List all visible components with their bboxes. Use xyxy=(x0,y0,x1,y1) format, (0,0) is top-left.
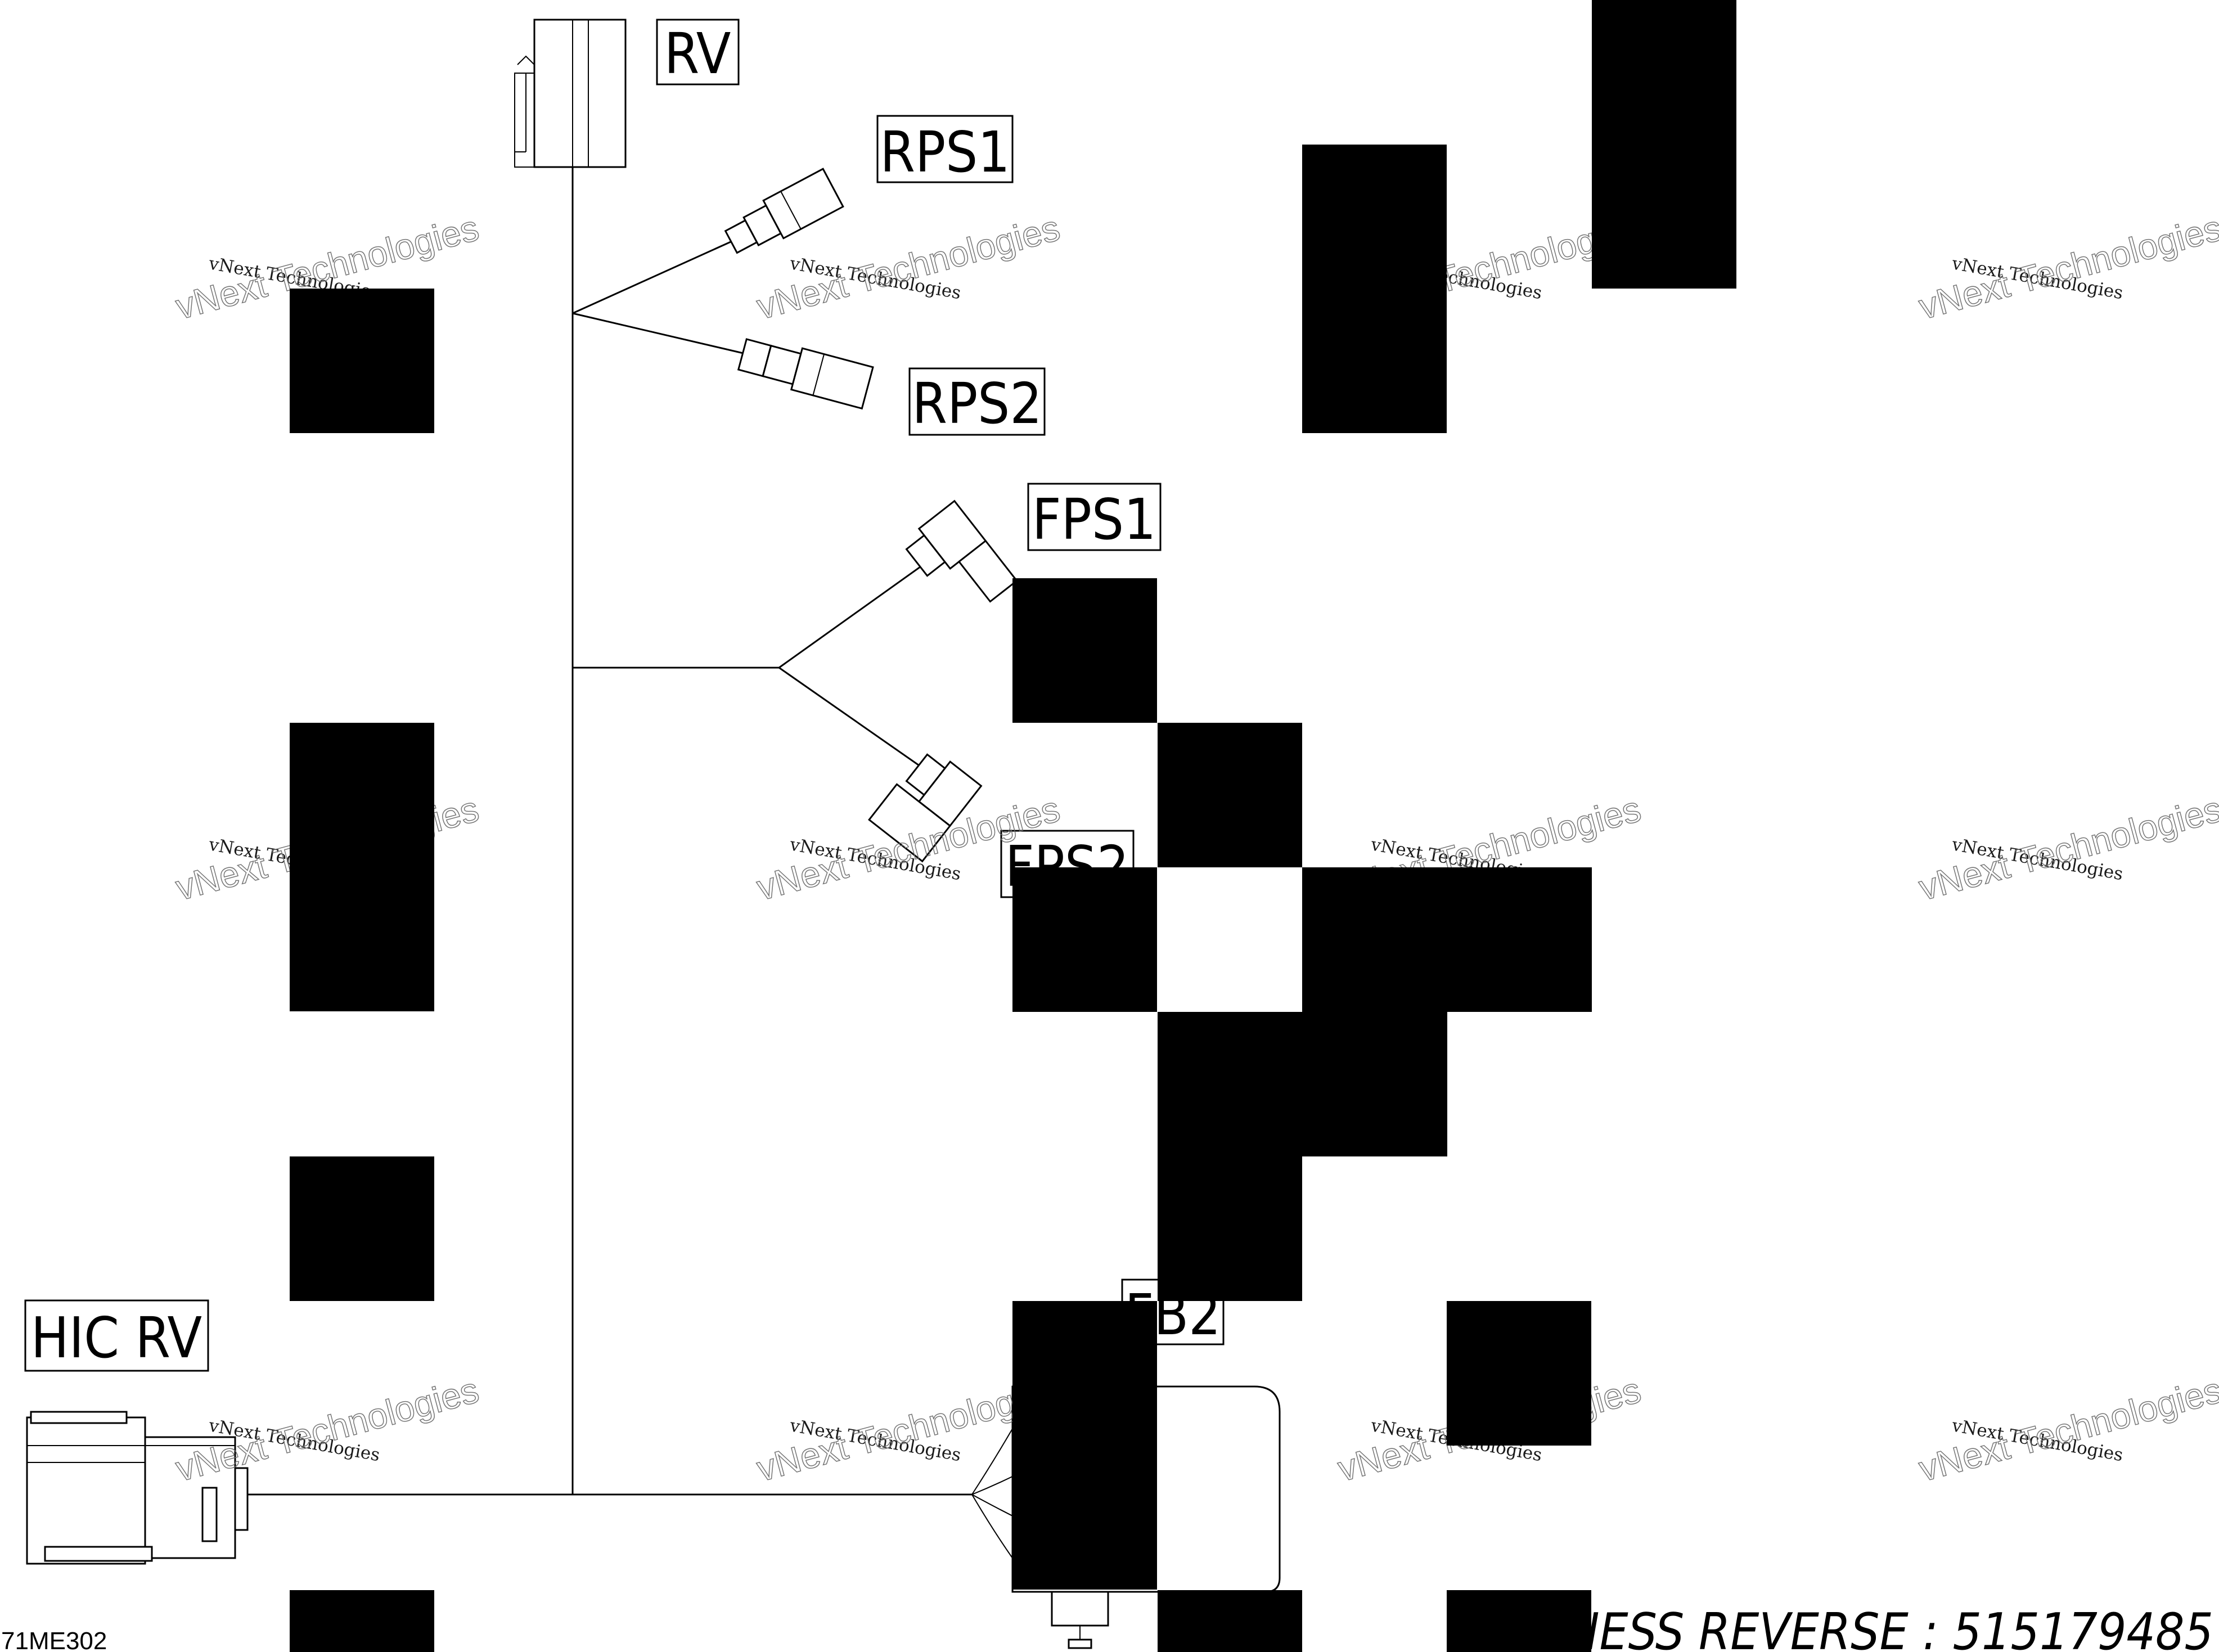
rps1-branch-wire xyxy=(572,238,737,314)
rps2-label: RPS2 xyxy=(912,371,1042,436)
wires xyxy=(247,166,1019,1559)
redaction-block xyxy=(290,1156,434,1301)
fps1-label: FPS1 xyxy=(1032,487,1156,552)
part-number-caption: HARNESS REVERSE : 515179485 xyxy=(1468,1603,2213,1652)
fps1-connector xyxy=(905,499,1018,603)
redaction-block xyxy=(1012,1301,1157,1590)
redaction-block xyxy=(290,289,434,433)
watermark: vNext Technologies vNext Technologies xyxy=(1914,1369,2219,1489)
rps1-label: RPS1 xyxy=(880,119,1010,185)
rps2-label-box: RPS2 xyxy=(908,367,1046,436)
watermark: vNext Technologies vNext Technologies xyxy=(1914,207,2219,327)
redaction-block xyxy=(1302,867,1592,1012)
watermark: vNext Technologies vNext Technologies xyxy=(171,1369,483,1489)
redaction-block xyxy=(290,1590,434,1652)
hic-rv-label-box: HIC RV xyxy=(24,1299,209,1372)
drawing-code: 71ME302 xyxy=(1,1627,107,1652)
redaction-block xyxy=(1158,723,1302,867)
redaction-block xyxy=(1012,578,1157,723)
hic-rv-connector xyxy=(26,1411,249,1565)
fb2-wire-fan xyxy=(971,1428,1019,1559)
redaction-block xyxy=(290,723,434,1011)
fps1-branch-wire xyxy=(778,564,923,669)
redaction-block xyxy=(1012,867,1157,1012)
rps2-connector xyxy=(737,338,874,410)
rps1-label-box: RPS1 xyxy=(876,115,1014,185)
fps2-branch-wire xyxy=(778,667,923,769)
rv-connector xyxy=(514,19,627,168)
redaction-blocks xyxy=(290,0,1736,1652)
rv-label: RV xyxy=(664,21,731,87)
redaction-block xyxy=(1158,1590,1302,1652)
rv-label-box: RV xyxy=(656,19,740,87)
rps2-branch-wire xyxy=(572,312,749,355)
redaction-block xyxy=(1592,0,1736,289)
hic-rv-label: HIC RV xyxy=(31,1305,202,1371)
redaction-block xyxy=(1302,145,1447,433)
fps1-label-box: FPS1 xyxy=(1027,483,1162,552)
redaction-block xyxy=(1158,1156,1302,1301)
redaction-block xyxy=(1447,1301,1591,1446)
redaction-block xyxy=(1447,1590,1591,1652)
redaction-block xyxy=(1158,1012,1447,1156)
rps1-connector xyxy=(724,168,844,254)
fps2-connector xyxy=(868,753,983,863)
watermark: vNext Technologies vNext Technologies xyxy=(1914,788,2219,908)
